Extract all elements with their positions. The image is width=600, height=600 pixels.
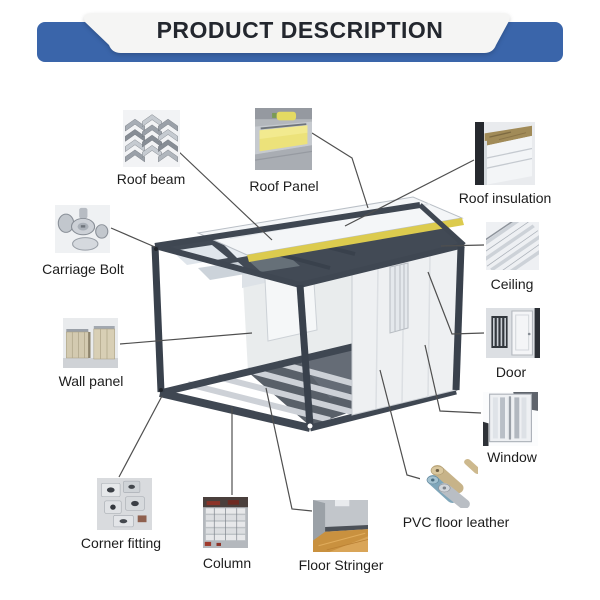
part-label-door: Door	[495, 364, 527, 380]
wall-louver-shape	[389, 262, 409, 334]
part-label-carriage-bolt: Carriage Bolt	[42, 261, 124, 277]
leader-wall-panel	[119, 332, 253, 345]
leader-ceiling	[440, 244, 485, 247]
part-label-wall-panel: Wall panel	[58, 373, 124, 389]
roof-insulation-edge-shape	[247, 218, 464, 262]
part-label-corner-fitting: Corner fitting	[80, 535, 162, 551]
wall-panel-image	[63, 318, 118, 368]
window-image	[483, 392, 538, 446]
part-label-roof-panel: Roof Panel	[249, 178, 319, 194]
part-label-roof-beam: Roof beam	[116, 171, 186, 187]
part-label-window: Window	[487, 449, 537, 465]
floor-stringer-image	[313, 500, 368, 552]
roof-panel-image	[255, 108, 312, 170]
roof-insulation-image	[475, 122, 535, 185]
part-label-column: Column	[202, 555, 252, 571]
top-frame-rails-shape	[154, 202, 466, 288]
roof-beam-image	[123, 110, 180, 167]
leader-floor-stringer	[265, 387, 313, 512]
part-label-floor-stringer: Floor Stringer	[298, 557, 384, 573]
carriage-bolt-image	[55, 205, 110, 253]
leader-roof-panel	[311, 132, 369, 209]
part-label-roof-insulation: Roof insulation	[458, 190, 552, 206]
page-title: PRODUCT DESCRIPTION	[156, 17, 444, 43]
leader-pvc-floor-leather	[379, 369, 422, 480]
header-banner	[84, 13, 510, 53]
corner-posts-shape	[151, 245, 465, 427]
container-illustration	[151, 196, 466, 432]
ceiling-image	[486, 222, 539, 270]
leader-roof-beam	[176, 149, 273, 241]
corner-fitting-image	[97, 478, 152, 530]
leader-window	[424, 344, 482, 414]
leader-door	[427, 271, 485, 335]
leader-carriage-bolt	[110, 227, 156, 248]
part-label-pvc-floor-leather: PVC floor leather	[402, 514, 510, 530]
column-image	[203, 497, 248, 548]
pvc-floor-leather-image	[420, 458, 478, 508]
leader-roof-insulation	[344, 159, 475, 227]
leader-lines	[110, 132, 485, 512]
door-image	[486, 308, 540, 358]
leader-corner-fitting	[118, 395, 163, 478]
part-label-ceiling: Ceiling	[490, 276, 534, 292]
